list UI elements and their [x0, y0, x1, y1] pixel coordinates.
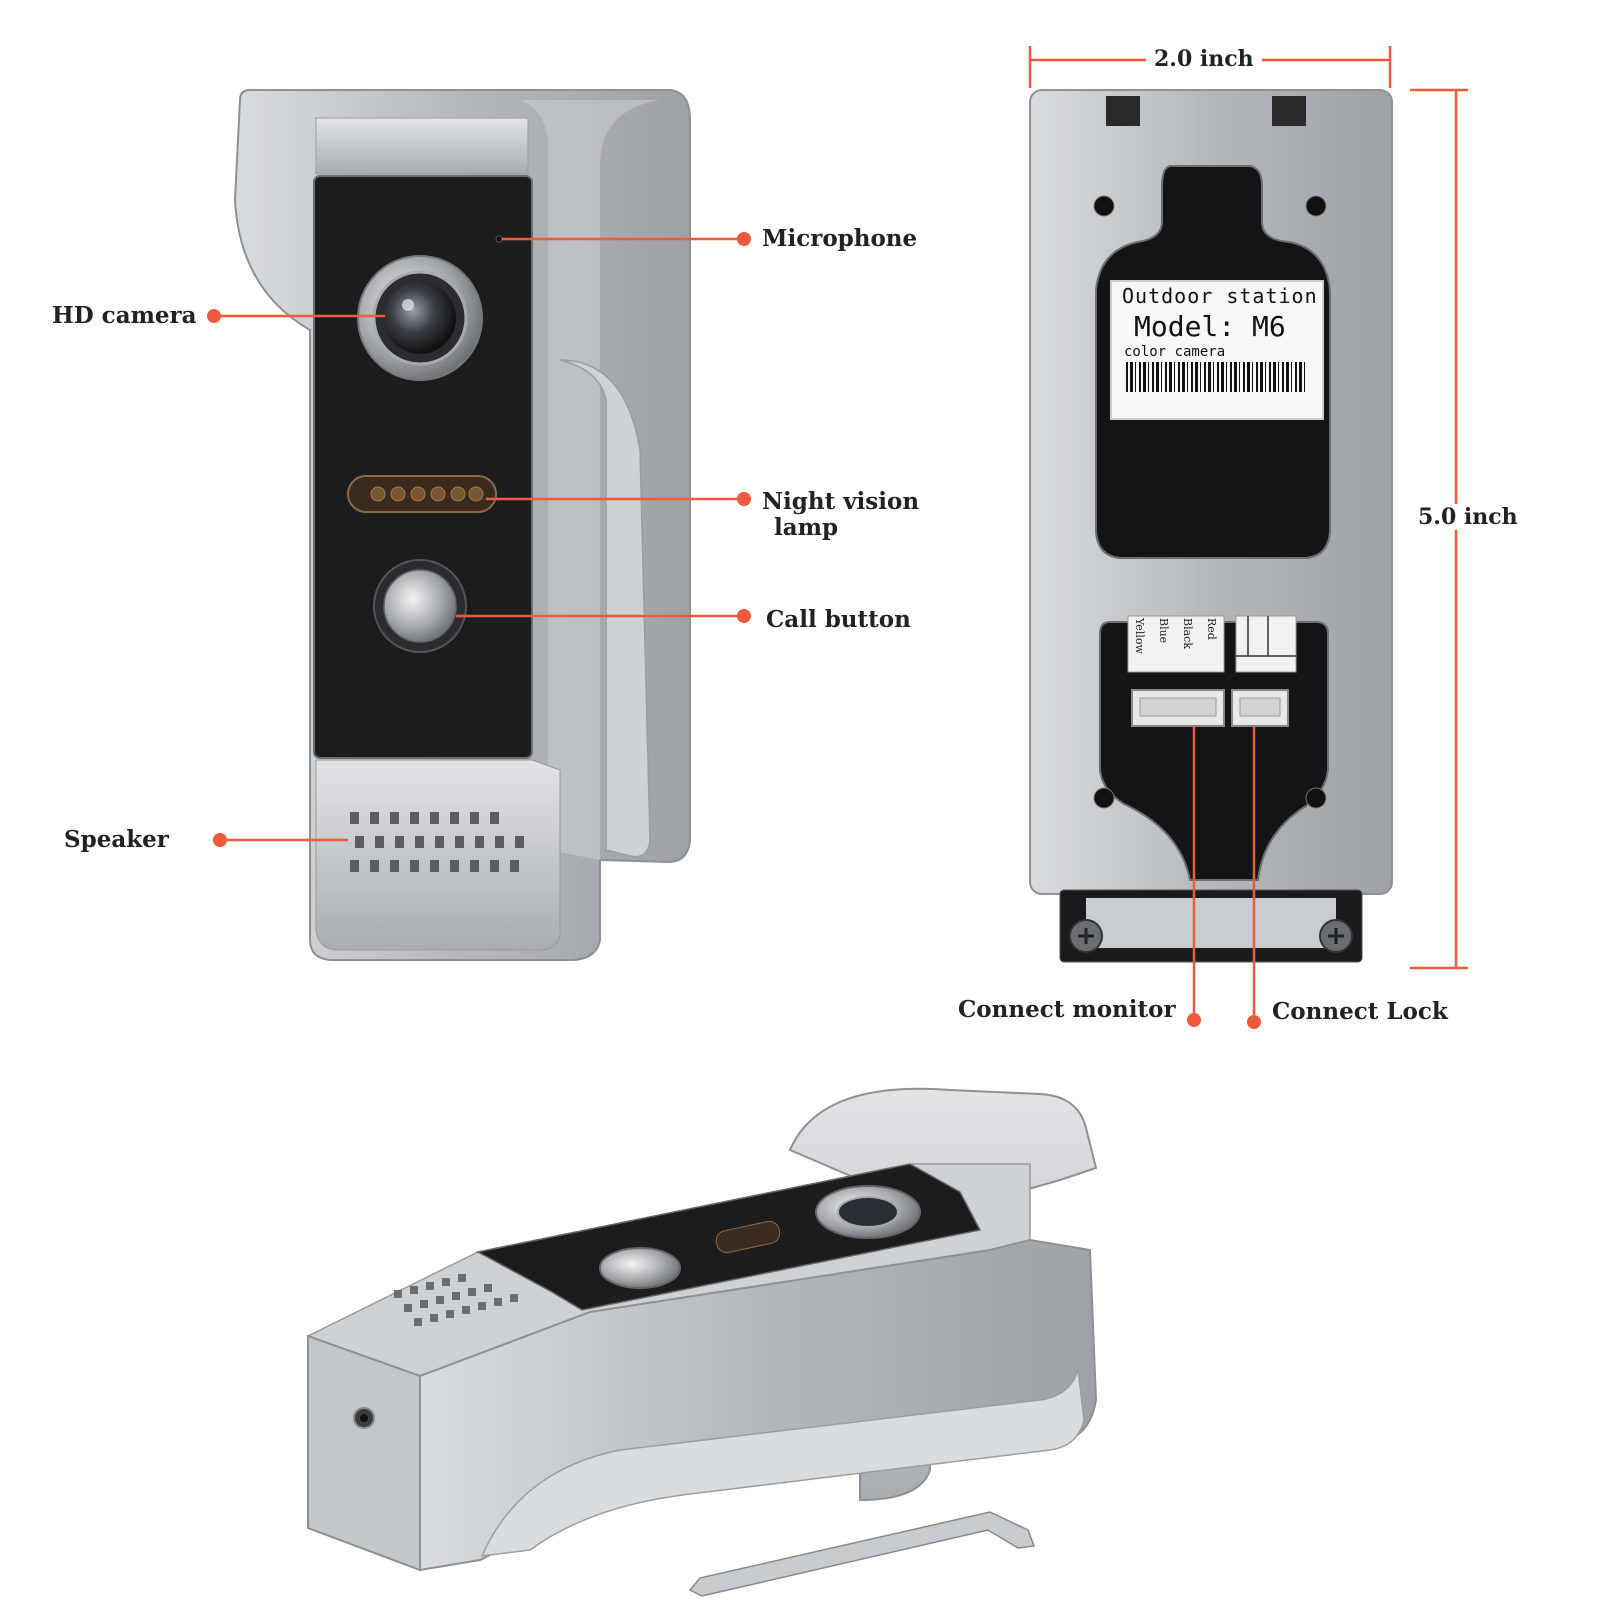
- front-view: [233, 89, 691, 961]
- wire-label-red: Red: [1205, 618, 1218, 640]
- front-bottom-bevel: [315, 759, 561, 951]
- connect-lock-label: Connect Lock: [1272, 998, 1448, 1025]
- back-view: [1029, 89, 1393, 963]
- height-dimension: 5.0 inch: [1410, 504, 1526, 530]
- sticker-line1: Outdoor station: [1122, 284, 1318, 308]
- angled-side-ridge: [480, 1369, 1085, 1557]
- wire-label-card: [1127, 615, 1225, 673]
- night-vision-label-line2: lamp: [774, 514, 839, 541]
- model-sticker: Outdoor station Model: M6 color camera: [1110, 280, 1324, 420]
- front-side-ridge: [559, 359, 651, 858]
- front-top-bevel: [315, 117, 529, 175]
- back-recess-lower: [1099, 621, 1329, 881]
- microphone-hole: [495, 235, 503, 243]
- angled-ir-lamp: [715, 1220, 781, 1254]
- wire-label-blue: Blue: [1157, 618, 1170, 644]
- wire-label-black: Black: [1181, 618, 1194, 649]
- angled-call-button: [599, 1247, 681, 1289]
- sticker-line3: color camera: [1124, 344, 1226, 360]
- back-callouts: [1187, 726, 1261, 1029]
- call-button-label: Call button: [766, 606, 911, 633]
- wire-label-yellow: Yellow: [1133, 618, 1146, 654]
- night-vision-label-line1: Night vision: [762, 488, 920, 515]
- barcode: [1126, 362, 1308, 392]
- sticker-line2: Model: M6: [1134, 310, 1286, 343]
- lock-label-card: [1235, 615, 1297, 673]
- lens-glint: [402, 299, 414, 311]
- angled-view: [306, 1087, 1098, 1572]
- call-button: [383, 569, 457, 643]
- ir-leds: [370, 486, 484, 502]
- speaker-label: Speaker: [64, 826, 169, 853]
- connect-monitor-label: Connect monitor: [958, 996, 1176, 1023]
- camera-lens: [384, 282, 456, 354]
- front-hood-inner: [258, 100, 660, 860]
- front-callouts: [207, 232, 751, 847]
- width-dimension: 2.0 inch: [1146, 46, 1262, 72]
- hd-camera-label: HD camera: [52, 302, 197, 329]
- allen-key-icon: [688, 1511, 1036, 1597]
- angled-front-face: [307, 1334, 421, 1572]
- speaker-grille: [350, 812, 524, 872]
- microphone-label: Microphone: [762, 225, 918, 252]
- angled-speaker-grille: [394, 1274, 518, 1326]
